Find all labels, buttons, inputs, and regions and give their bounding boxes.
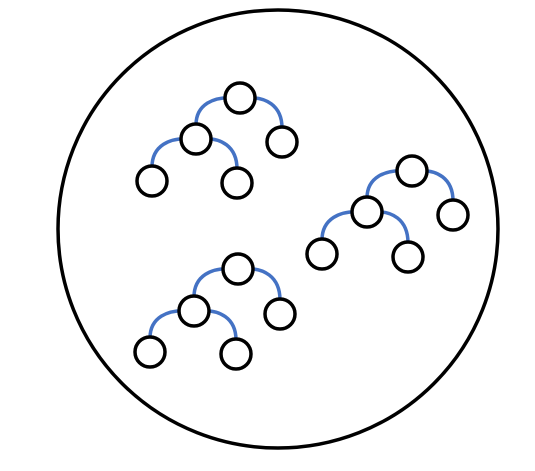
tree-top-left-node-root — [223, 81, 257, 115]
tree-right — [305, 154, 470, 274]
tree-bottom-left-node-right — [263, 297, 297, 331]
tree-bottom-left — [133, 252, 297, 371]
tree-bottom-left-node-root — [221, 252, 255, 286]
trees-layer — [133, 81, 470, 371]
tree-right-node-left-right — [391, 240, 425, 274]
container-circle — [56, 8, 500, 450]
tree-top-left — [135, 81, 299, 200]
tree-right-node-left-left — [305, 237, 339, 271]
tree-bottom-left-node-left-left — [133, 335, 167, 369]
tree-top-left-node-left-left — [135, 164, 169, 198]
tree-right-node-left — [350, 195, 384, 229]
tree-bottom-left-node-left-right — [219, 337, 253, 371]
tree-top-left-node-right — [265, 125, 299, 159]
tree-bottom-left-node-left — [177, 294, 211, 328]
tree-top-left-node-left — [179, 122, 213, 156]
tree-right-node-root — [395, 154, 429, 188]
tree-top-left-node-left-right — [220, 166, 254, 200]
tree-right-node-right — [436, 198, 470, 232]
